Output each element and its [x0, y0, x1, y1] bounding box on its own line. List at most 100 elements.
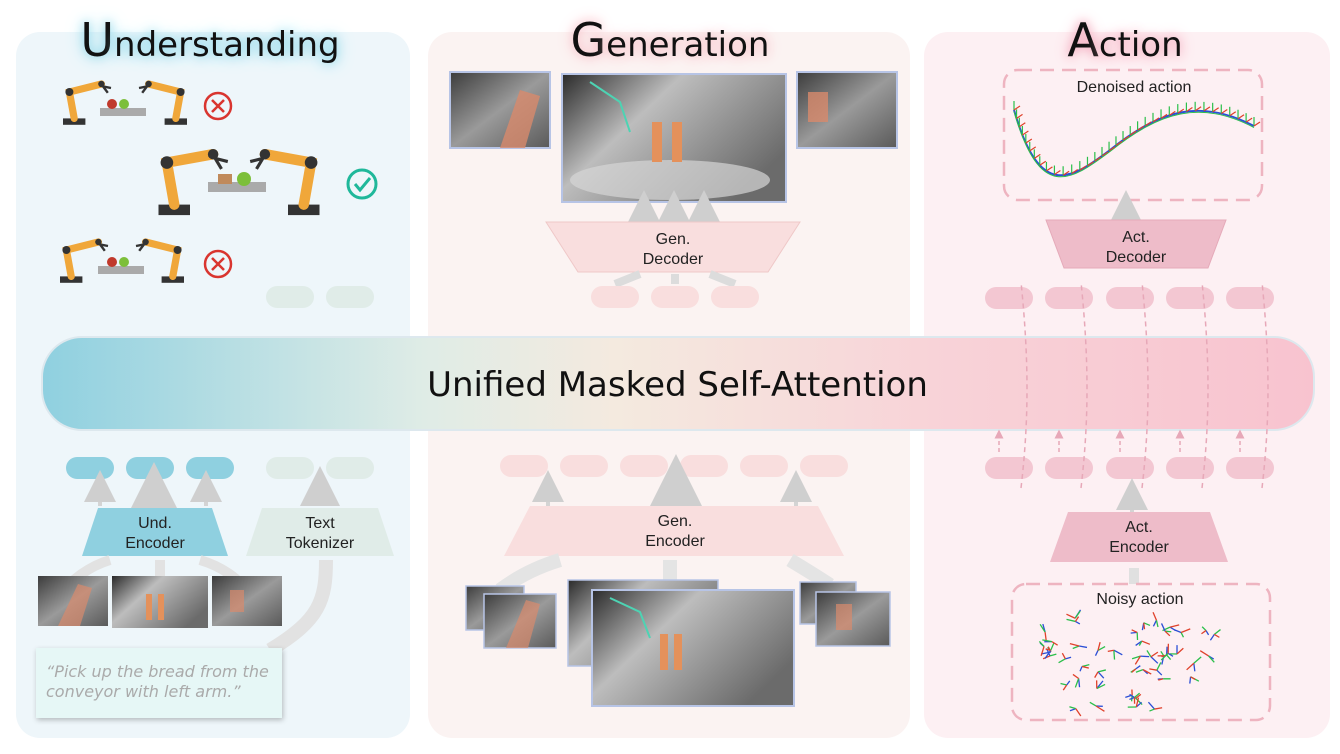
tray-icon	[208, 182, 266, 192]
noise-mark	[1180, 628, 1191, 634]
noise-mark	[1050, 642, 1055, 651]
noise-mark	[1135, 665, 1141, 670]
noise-mark	[1079, 666, 1083, 672]
noise-mark	[1044, 632, 1047, 642]
noise-mark	[1074, 610, 1081, 619]
pose-tick	[1094, 156, 1102, 162]
noise-mark	[1166, 654, 1172, 661]
act-token	[985, 457, 1033, 479]
noise-mark	[1154, 707, 1163, 710]
noise-mark	[1149, 708, 1155, 712]
dashed-link	[1261, 281, 1269, 489]
noise-mark	[1135, 697, 1140, 708]
dashed-link	[1080, 281, 1088, 489]
gen-encoder-block	[504, 506, 844, 556]
pose-tick	[1054, 170, 1061, 176]
camera-frame	[591, 589, 795, 707]
pose-tick	[1033, 153, 1041, 159]
instruction-prompt: “Pick up the bread from the conveyor wit…	[36, 648, 282, 718]
pose-tick	[1212, 107, 1219, 113]
noise-mark	[1135, 668, 1144, 673]
gen-token	[740, 455, 788, 477]
und-token	[66, 457, 114, 479]
gen-token	[500, 455, 548, 477]
generated-frame-right	[796, 71, 898, 149]
wrong-icon	[203, 249, 233, 279]
noise-mark	[1040, 646, 1045, 656]
act-output-token	[1045, 287, 1093, 309]
noise-mark	[1074, 616, 1080, 622]
noise-mark	[1180, 632, 1185, 638]
noisy-action-marks	[1038, 609, 1221, 717]
act-token	[1166, 457, 1214, 479]
act-output-token	[1226, 287, 1274, 309]
und-encoder-block	[82, 508, 228, 556]
noise-mark	[1190, 676, 1196, 681]
noise-mark	[1147, 701, 1155, 710]
noise-mark	[1149, 668, 1157, 671]
camera-frame	[212, 576, 282, 626]
pose-tick	[1129, 130, 1137, 136]
und-token	[126, 457, 174, 479]
robot-arm-icon	[63, 80, 112, 125]
text-output-token	[326, 286, 374, 308]
noise-mark	[1135, 701, 1143, 708]
noise-mark	[1189, 676, 1192, 684]
gen-token	[620, 455, 668, 477]
arrow	[613, 270, 642, 288]
robot-scene-1	[63, 80, 233, 125]
noise-mark	[1075, 708, 1082, 717]
noise-mark	[1039, 623, 1046, 633]
noise-mark	[1049, 653, 1057, 657]
robot-arm-icon	[249, 148, 320, 216]
noise-mark	[1201, 630, 1207, 635]
tray-icon	[98, 266, 144, 274]
noise-mark	[1142, 669, 1152, 675]
robot-scene-3	[60, 238, 233, 283]
gen-encoder-label: Gen.Encoder	[645, 513, 705, 550]
pose-tick	[1039, 160, 1047, 166]
pose-tick	[1016, 113, 1023, 119]
pose-tick	[1160, 113, 1168, 119]
prompt-line: “Pick up the bread from the	[46, 662, 269, 681]
act-output-token	[1166, 287, 1214, 309]
noise-mark	[1089, 701, 1097, 707]
pose-tick	[1194, 106, 1202, 112]
noise-mark	[1160, 652, 1169, 661]
pose-tick	[1022, 130, 1029, 136]
noise-mark	[1066, 613, 1076, 619]
noise-mark	[1150, 651, 1159, 658]
text-tokenizer-block	[246, 508, 394, 556]
noise-mark	[1155, 620, 1159, 628]
gen-token	[680, 455, 728, 477]
noise-mark	[1042, 639, 1053, 643]
act-decoder-label: Act.Decoder	[1105, 229, 1167, 266]
noise-mark	[1201, 626, 1207, 632]
noise-mark	[1169, 626, 1177, 632]
noise-mark	[1096, 680, 1104, 689]
noise-mark	[1164, 630, 1171, 637]
arrow	[266, 559, 333, 657]
und-input-frames	[38, 576, 282, 628]
noise-mark	[1160, 650, 1165, 657]
generation-title: Generation	[570, 13, 770, 67]
noise-mark	[1169, 624, 1180, 628]
act-token	[1106, 457, 1154, 479]
noise-mark	[1138, 640, 1143, 646]
pose-tick	[1220, 108, 1228, 114]
noise-mark	[1160, 623, 1166, 632]
pose-tick	[1071, 168, 1079, 174]
denoised-trajectory	[1013, 101, 1261, 178]
noise-mark	[1186, 662, 1195, 671]
noise-mark	[1069, 706, 1076, 710]
noise-mark	[1094, 650, 1099, 656]
noise-mark	[1143, 622, 1146, 630]
noise-mark	[1079, 645, 1088, 649]
noise-mark	[1094, 671, 1099, 678]
pose-tick	[1108, 146, 1116, 152]
correct-icon	[346, 168, 378, 200]
und-token	[186, 457, 234, 479]
noise-mark	[1131, 629, 1138, 633]
